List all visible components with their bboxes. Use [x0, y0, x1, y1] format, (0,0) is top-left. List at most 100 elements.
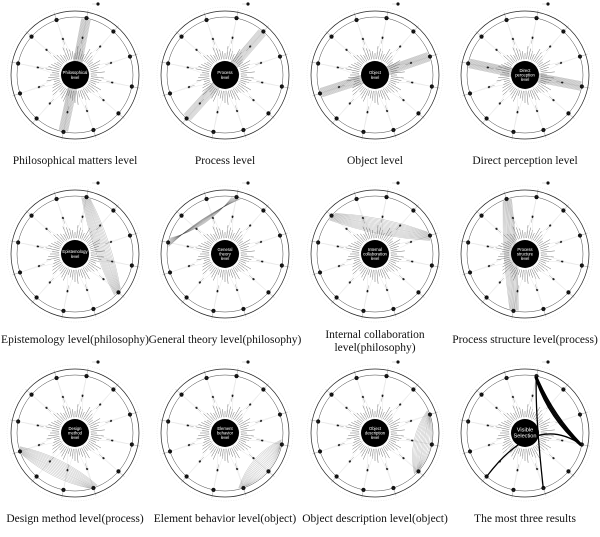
radial-tick	[82, 406, 91, 420]
radial-tick	[231, 89, 237, 100]
radial-tick	[356, 233, 365, 243]
radial-tick	[376, 448, 379, 463]
radial-tick	[229, 230, 233, 239]
radial-tick	[228, 269, 230, 277]
radial-tick	[216, 406, 221, 418]
bundle-curve	[84, 197, 117, 294]
radial-tick	[202, 251, 210, 253]
radial-tick	[369, 407, 372, 418]
bundle-curve	[330, 218, 431, 240]
bundle-curve	[331, 216, 430, 237]
radial-tick	[238, 261, 252, 270]
center-hub	[211, 61, 239, 89]
outer-ring	[160, 368, 290, 498]
radial-tick	[86, 85, 95, 93]
radial-tick	[206, 233, 215, 243]
radial-tick	[507, 419, 513, 424]
label-leader	[361, 131, 364, 140]
node-dot	[511, 308, 516, 313]
radial-tick	[540, 428, 548, 430]
radial-tick	[503, 260, 511, 264]
label-leader	[263, 383, 269, 390]
radial-tick	[231, 447, 237, 458]
radial-tick	[381, 268, 387, 279]
bundle-curve	[329, 219, 431, 241]
radial-tick	[366, 406, 371, 418]
radial-tick	[513, 54, 518, 62]
bundle-curve	[244, 445, 281, 487]
radial-tick	[366, 227, 371, 239]
radial-tick	[389, 242, 400, 248]
node-dot	[279, 263, 284, 268]
radial-tick	[213, 233, 218, 241]
radial-tick	[236, 443, 245, 451]
radial-tick	[203, 234, 214, 244]
radial-tick	[390, 258, 399, 262]
label-leader	[413, 25, 419, 32]
radial-tick	[226, 90, 229, 105]
center-hub	[211, 240, 239, 268]
radial-tick	[240, 70, 248, 72]
radial-tick	[52, 251, 60, 253]
radial-tick	[512, 47, 519, 61]
label-leader	[511, 489, 514, 498]
radial-tick	[240, 79, 249, 83]
radial-tick	[84, 410, 92, 421]
label-leader	[563, 25, 569, 32]
radial-tick	[229, 448, 233, 457]
outer-ring	[310, 189, 440, 319]
radial-tick	[79, 230, 83, 239]
center-label: level	[71, 435, 80, 440]
radial-tick	[90, 70, 98, 72]
radial-tick	[229, 51, 233, 60]
radial-tick	[78, 406, 81, 418]
radial-tick	[513, 447, 519, 460]
radial-tick	[502, 442, 513, 450]
middle-ring	[166, 374, 284, 492]
radial-tick	[513, 89, 519, 102]
radial-tick	[540, 250, 555, 253]
label-leader	[10, 240, 19, 243]
radial-tick	[79, 90, 83, 99]
radial-tick	[201, 64, 211, 69]
outer-ring	[160, 189, 290, 319]
radial-tick	[506, 54, 515, 64]
radial-tick	[526, 269, 529, 284]
radial-tick	[90, 257, 102, 260]
radial-tick	[195, 426, 210, 430]
label-leader	[481, 118, 487, 125]
legend-dot	[246, 2, 250, 6]
radial-tick	[502, 430, 510, 432]
radial-tick	[90, 258, 99, 262]
radial-tick	[348, 255, 360, 257]
radial-tick	[362, 47, 369, 61]
radial-tick	[540, 258, 549, 262]
label-leader	[93, 487, 97, 496]
outer-ring	[10, 10, 140, 140]
radial-tick	[198, 66, 210, 71]
radial-tick	[237, 84, 248, 92]
label-leader	[353, 370, 357, 379]
node-dot	[317, 91, 323, 96]
node-dot	[211, 129, 216, 134]
radial-tick	[63, 54, 68, 62]
label-leader	[61, 489, 64, 498]
radial-tick	[529, 409, 533, 418]
bundle-curve	[243, 444, 281, 488]
radial-tick	[240, 250, 255, 253]
label-leader	[325, 31, 332, 37]
label-leader	[331, 118, 337, 125]
radial-tick	[356, 54, 365, 64]
middle-ring	[316, 374, 434, 492]
radial-tick	[212, 47, 219, 61]
radial-tick	[510, 54, 516, 63]
label-leader	[462, 451, 471, 455]
radial-tick	[526, 46, 529, 60]
radial-tick	[202, 442, 213, 450]
radial-tick	[360, 87, 366, 96]
label-leader	[263, 25, 269, 32]
radial-tick	[390, 71, 405, 74]
label-leader	[203, 12, 207, 21]
